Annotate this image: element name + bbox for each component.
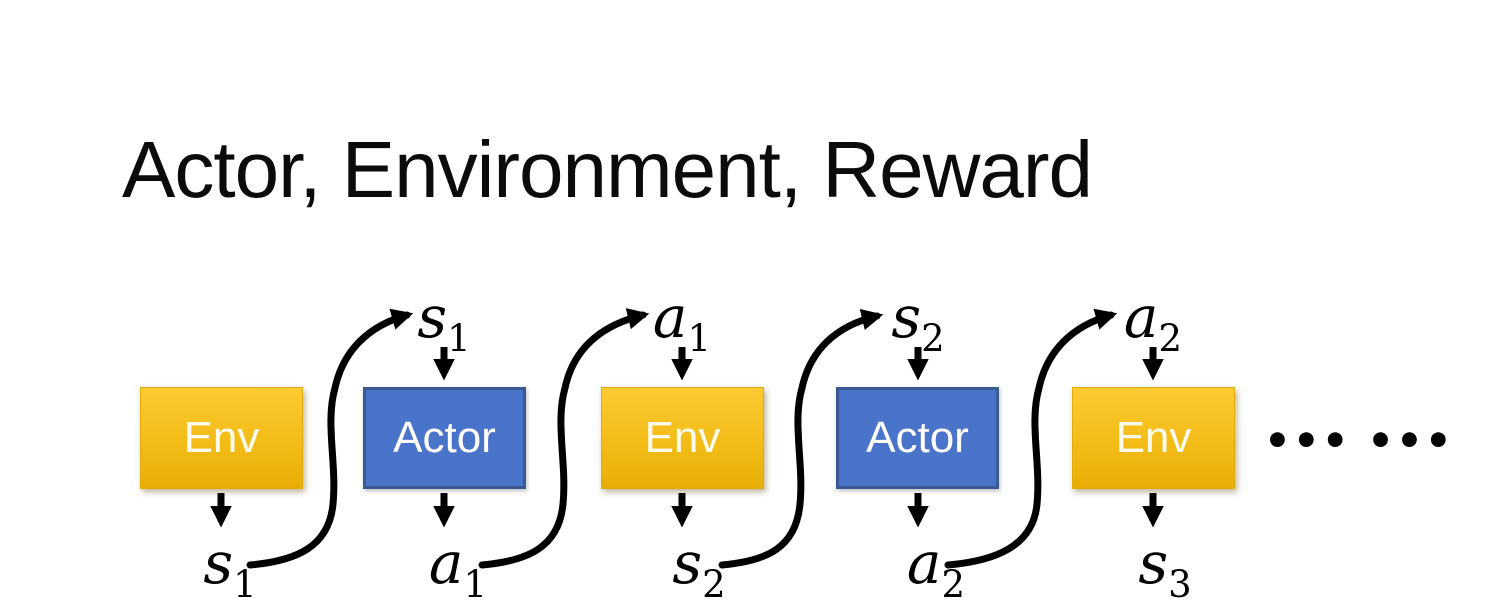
actor-box-1: Actor bbox=[363, 387, 526, 489]
bottom-label-s2: s2 bbox=[672, 529, 726, 606]
bottom-label-s3: s3 bbox=[1138, 529, 1192, 606]
actor-box-1-label: Actor bbox=[393, 413, 496, 462]
bottom-label-a2: a2 bbox=[906, 529, 966, 606]
top-label-a2: a2 bbox=[1123, 283, 1183, 360]
bottom-label-s1: s1 bbox=[203, 529, 257, 606]
top-label-s1: s1 bbox=[417, 283, 471, 360]
env-box-1: Env bbox=[140, 387, 303, 489]
env-box-1-label: Env bbox=[183, 413, 260, 462]
top-label-a1: a1 bbox=[652, 283, 712, 360]
env-box-3: Env bbox=[1072, 387, 1235, 489]
continuation-ellipsis: ••• ••• bbox=[1264, 416, 1454, 465]
bottom-label-a1: a1 bbox=[428, 529, 488, 606]
env-box-2: Env bbox=[601, 387, 764, 489]
actor-box-2-label: Actor bbox=[866, 413, 969, 462]
env-box-2-label: Env bbox=[644, 413, 721, 462]
env-box-3-label: Env bbox=[1115, 413, 1192, 462]
top-label-s2: s2 bbox=[891, 283, 945, 360]
actor-box-2: Actor bbox=[836, 387, 999, 489]
slide-title: Actor, Environment, Reward bbox=[122, 125, 1093, 214]
